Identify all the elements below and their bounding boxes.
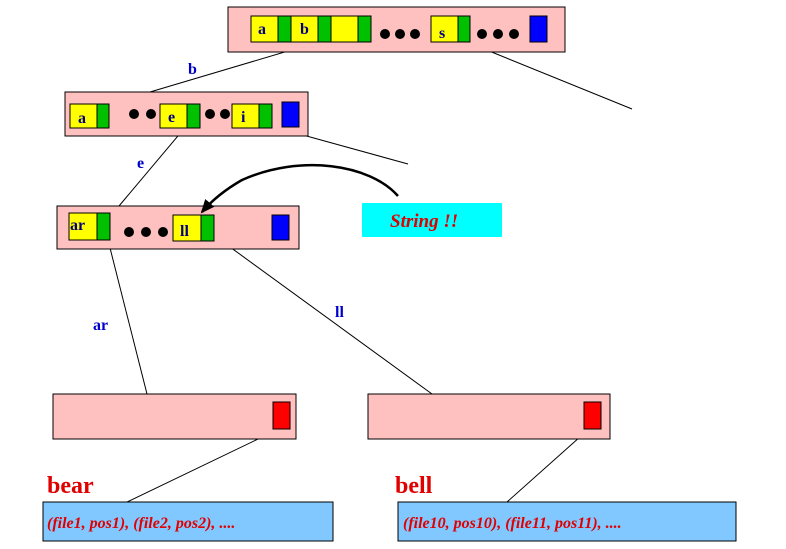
callout-arrow [200, 164, 399, 214]
node-box [367, 393, 611, 440]
postings-list-bear: (file1, pos1), (file2, pos2), .... [42, 501, 334, 542]
leaf-pointer-cell [272, 401, 291, 430]
pointer-cell [200, 214, 215, 242]
end-pointer-cell [271, 214, 290, 241]
postings-list-bell: (file10, pos10), (file11, pos11), .... [397, 501, 737, 542]
ellipsis-dot [124, 227, 134, 237]
word-bell: bell [395, 473, 433, 499]
string-callout: String !! [362, 203, 502, 237]
ellipsis-dot [410, 29, 420, 39]
key-label-ll: ll [180, 223, 189, 240]
pointer-cell [96, 103, 110, 129]
trie-node-root: a b s [227, 6, 566, 53]
key-label-a: a [78, 110, 86, 127]
leaf-node-bear [52, 393, 297, 440]
edge-label-e: e [137, 155, 144, 172]
leaf-node-bell [367, 393, 611, 440]
trie-node-level1: a e i [64, 91, 309, 137]
pointer-cell [277, 15, 292, 43]
end-pointer-cell [529, 15, 548, 43]
pointer-cell [357, 15, 372, 43]
callout-text: String !! [390, 211, 458, 232]
key-label-i: i [241, 109, 246, 126]
ellipsis-dot [493, 29, 503, 39]
edge-line-ll [207, 230, 433, 395]
key-cell-ar [68, 212, 98, 241]
key-label-b: b [300, 21, 309, 38]
postings-box [397, 501, 737, 542]
ellipsis-dot [380, 29, 390, 39]
postings-text: (file1, pos1), (file2, pos2), .... [47, 515, 235, 532]
pointer-cell [258, 103, 273, 129]
ellipsis-dot [220, 109, 230, 119]
key-cell-a [69, 103, 98, 129]
trie-node-level2: ar ll [56, 205, 300, 250]
key-label-e: e [168, 109, 175, 126]
ellipsis-dot [205, 109, 215, 119]
ellipsis-dot [129, 109, 139, 119]
edge-label-ar: ar [93, 317, 108, 334]
key-cell-a [250, 15, 279, 43]
node-box [52, 393, 297, 440]
edge-line-e [118, 123, 189, 207]
ellipsis-dot [509, 29, 519, 39]
ellipsis-dot [158, 227, 168, 237]
ellipsis-dot [141, 227, 151, 237]
leaf-line-bear [126, 427, 282, 503]
ellipsis-dot [395, 29, 405, 39]
word-bear: bear [47, 473, 94, 499]
edge-line-ar [107, 239, 148, 395]
postings-box [42, 501, 334, 542]
pointer-cell [186, 103, 201, 129]
postings-text: (file10, pos10), (file11, pos11), .... [403, 515, 622, 532]
key-cell-e [159, 103, 188, 129]
leaf-pointer-cell [583, 401, 602, 430]
leaf-line-bell [506, 427, 591, 503]
edge-label-ll: ll [335, 304, 344, 321]
ellipsis-dot [146, 109, 156, 119]
key-cell-empty [330, 15, 359, 43]
key-label-ar: ar [70, 217, 85, 234]
key-cell-i [231, 103, 260, 129]
edge-label-b: b [188, 61, 197, 78]
end-pointer-cell [281, 101, 300, 128]
key-label-a: a [258, 21, 266, 38]
pointer-cell [317, 15, 332, 43]
pointer-cell [457, 15, 471, 43]
pointer-cell [96, 212, 111, 241]
callout-box [362, 203, 502, 237]
key-label-s: s [439, 25, 445, 42]
ellipsis-dot [477, 29, 487, 39]
